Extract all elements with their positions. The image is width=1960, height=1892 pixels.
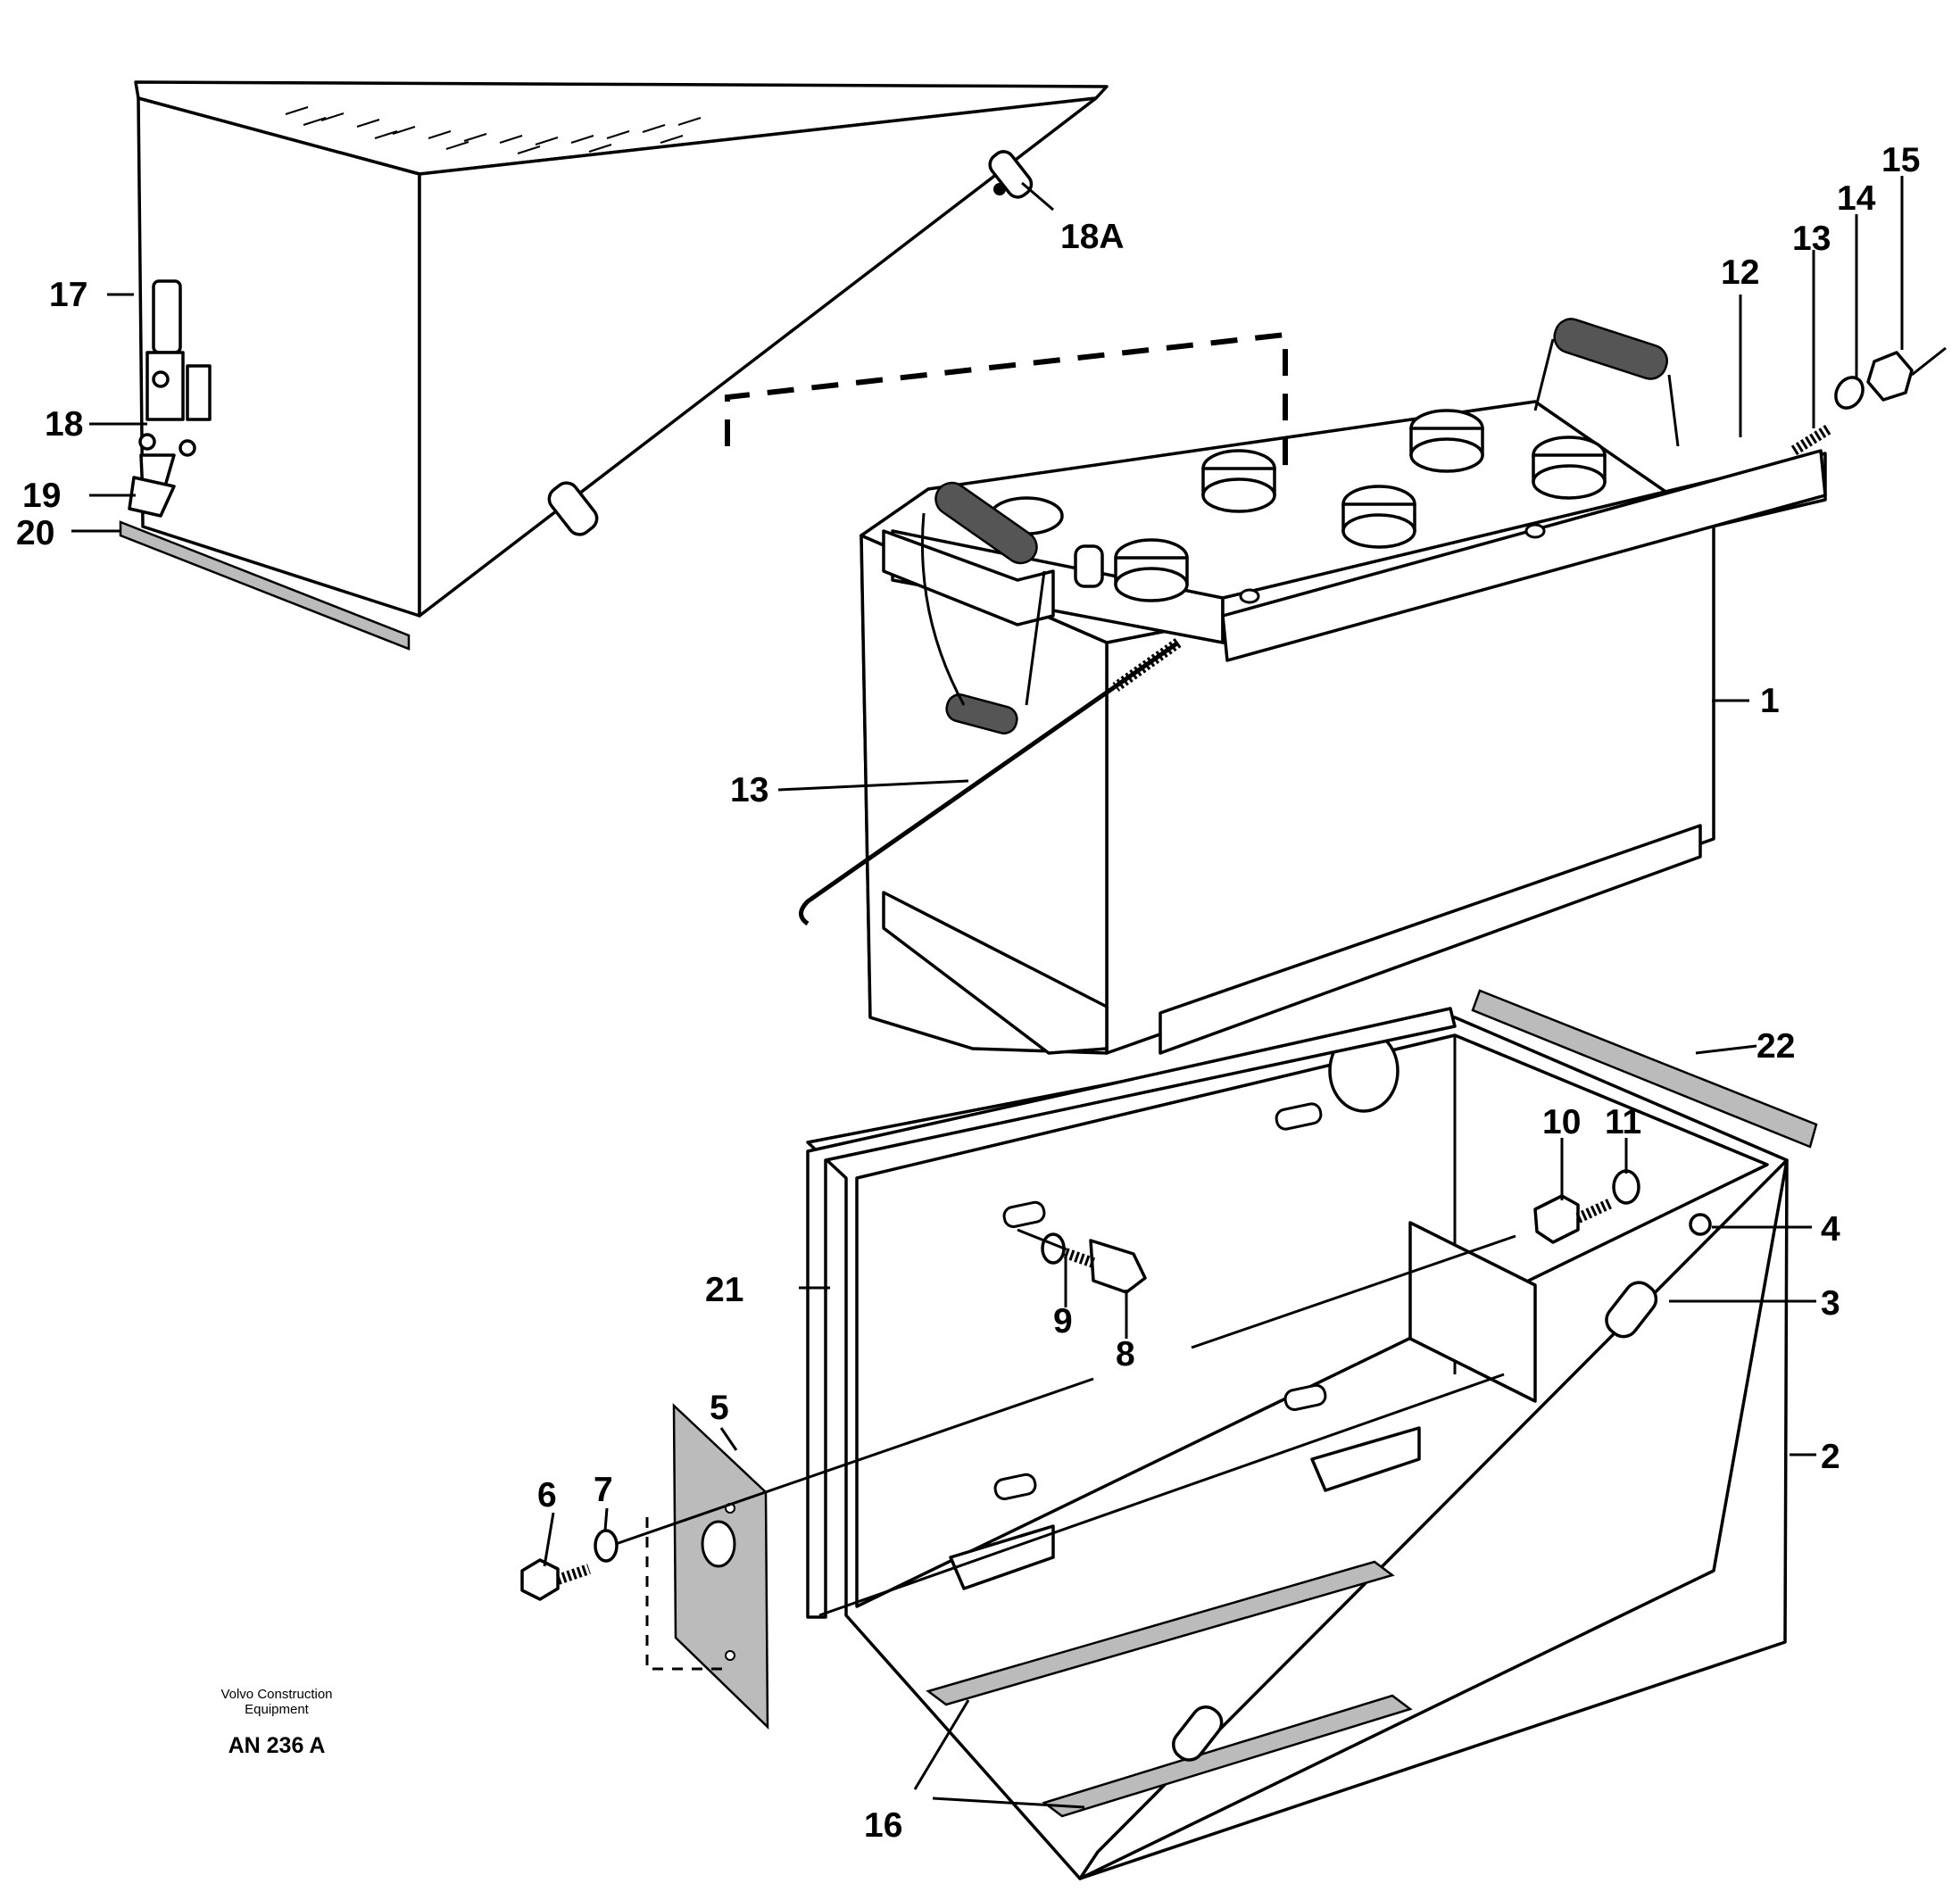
- latch-assembly: [128, 279, 212, 518]
- callout-18: 18: [45, 405, 83, 444]
- washer-9: [1041, 1232, 1066, 1265]
- callout-5: 5: [710, 1389, 729, 1427]
- callout-6: 6: [537, 1476, 557, 1514]
- bolt-6: [520, 1558, 591, 1601]
- callout-21: 21: [705, 1271, 743, 1309]
- callout-15: 15: [1881, 141, 1920, 179]
- battery: [860, 318, 1827, 1055]
- leader-lines: [71, 176, 1904, 1809]
- assembly-lines: [615, 1228, 1516, 1617]
- callout-22: 22: [1757, 1027, 1795, 1066]
- callout-4: 4: [1821, 1210, 1840, 1249]
- callout-13-upper: 13: [1792, 220, 1831, 258]
- callout-17: 17: [49, 276, 87, 314]
- callout-2: 2: [1821, 1438, 1840, 1476]
- battery-handles: [921, 318, 1680, 734]
- washer-4: [1689, 1213, 1712, 1236]
- rubber-edge-strip-21: [806, 1007, 1457, 1619]
- callout-18a: 18A: [1060, 218, 1125, 256]
- callout-9: 9: [1053, 1302, 1073, 1340]
- bolt-13-upper: [1790, 423, 1833, 456]
- washer-11: [1612, 1169, 1640, 1205]
- callout-10: 10: [1542, 1103, 1581, 1141]
- mounting-plate-5: [672, 1403, 769, 1730]
- bottom-plates-16: [926, 1560, 1413, 1818]
- battery-filler-caps: [989, 409, 1607, 602]
- credit-block: Volvo Construction Equipment AN 236 A: [220, 1687, 332, 1758]
- washer-14: [1834, 376, 1864, 410]
- alignment-line-plate: [645, 1517, 723, 1671]
- callout-3: 3: [1821, 1284, 1840, 1323]
- rubber-edge-strip-22: [1471, 989, 1818, 1149]
- alignment-line-lid: [725, 331, 1288, 482]
- lid-tread-pattern: [285, 106, 702, 154]
- hinge-pin-bottom: [1171, 1705, 1224, 1762]
- callout-16: 16: [864, 1806, 902, 1845]
- lid-hinge-pin-lower: [547, 481, 599, 536]
- bolt-8: [1059, 1239, 1147, 1294]
- callout-14: 14: [1837, 179, 1876, 218]
- callout-labels: 17 18 19 20 18A 12 13 14 15 1 13 22 10 1…: [16, 141, 1920, 1845]
- battery-box-lid: [134, 80, 1109, 618]
- hinge-pin-3: [1605, 1281, 1658, 1339]
- callout-11: 11: [1605, 1103, 1641, 1141]
- callout-8-upper: 8: [1116, 1335, 1135, 1373]
- clamp-rod-left: [799, 638, 1182, 926]
- credit-line-1: Volvo Construction: [220, 1687, 332, 1702]
- clamp-bar: [1221, 449, 1827, 662]
- nut-15: [1866, 346, 1947, 402]
- credit-line-2: Equipment: [245, 1702, 310, 1717]
- callout-19: 19: [22, 477, 61, 515]
- callout-1: 1: [1760, 682, 1780, 720]
- callout-20: 20: [16, 514, 54, 552]
- washer-7: [594, 1529, 619, 1563]
- callout-7: 7: [594, 1471, 613, 1509]
- callout-12: 12: [1721, 253, 1759, 292]
- lid-hinge-pin-upper: [988, 150, 1034, 199]
- drawing-code: AN 236 A: [228, 1733, 326, 1758]
- callout-13-lower: 13: [730, 771, 768, 809]
- slots: [993, 1102, 1327, 1500]
